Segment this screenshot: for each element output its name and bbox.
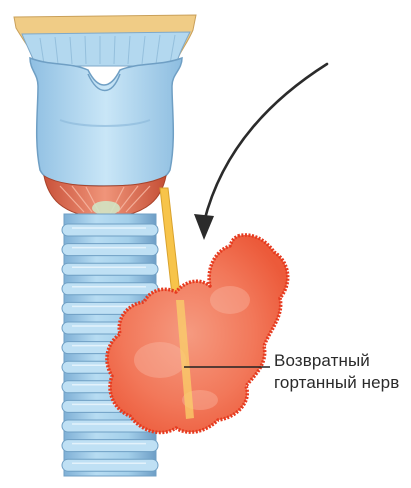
tracheal-ring: [62, 459, 158, 471]
tracheal-ring: [62, 263, 158, 275]
cricoid-highlight: [92, 201, 120, 215]
nerve-label-line-1: Возвратный: [274, 350, 410, 372]
tracheal-ring: [62, 283, 158, 295]
tracheal-ring: [62, 244, 158, 256]
curved-arrow-icon: [204, 64, 327, 222]
thyroid-cartilage: [30, 58, 182, 186]
tracheal-ring: [62, 224, 158, 236]
nerve-label: Возвратный гортанный нерв: [274, 350, 410, 394]
arrow-head: [194, 214, 214, 240]
tracheal-ring: [62, 440, 158, 452]
nerve-label-line-2: гортанный нерв: [274, 372, 410, 394]
thyrohyoid-membrane: [22, 32, 190, 66]
